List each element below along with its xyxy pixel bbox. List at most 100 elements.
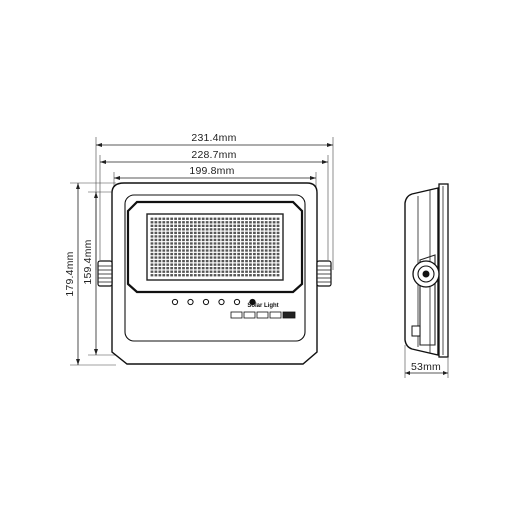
led-cell: [205, 238, 209, 242]
led-cell: [158, 259, 162, 263]
led-cell: [174, 267, 177, 270]
led-cell: [182, 217, 185, 220]
led-cell: [237, 274, 241, 277]
led-cell: [209, 224, 213, 227]
led-cell: [154, 256, 158, 259]
led-cell: [182, 263, 185, 266]
led-cell: [193, 228, 197, 231]
led-cell: [158, 263, 162, 266]
led-cell: [233, 235, 237, 238]
led-cell: [264, 228, 268, 231]
led-cell: [205, 245, 209, 249]
led-cell: [245, 242, 248, 245]
led-cell: [213, 231, 217, 235]
led-cell: [197, 238, 201, 242]
led-cell: [150, 263, 154, 266]
led-cell: [170, 274, 174, 277]
led-cell: [253, 267, 256, 270]
led-cell: [189, 242, 193, 245]
led-cell: [197, 245, 201, 249]
led-cell: [221, 228, 225, 231]
led-cell: [178, 252, 181, 256]
indicator-dot: [171, 298, 179, 306]
led-cell: [276, 221, 280, 224]
led-cell: [260, 238, 264, 242]
led-cell: [225, 217, 229, 220]
led-cell: [237, 231, 241, 235]
dimension-body-height: 159.4mm: [82, 191, 116, 356]
led-panel-bezel: [126, 200, 304, 294]
front-view: Solar Light: [97, 182, 332, 365]
led-cell: [205, 274, 209, 277]
led-cell: [189, 263, 193, 266]
led-cell: [221, 270, 225, 273]
led-cell: [170, 228, 174, 231]
led-cell: [249, 217, 252, 220]
dim-depth-text: 53mm: [411, 361, 441, 373]
led-cell: [178, 228, 181, 231]
led-cell: [150, 235, 154, 238]
led-cell: [233, 252, 237, 256]
led-cell: [249, 259, 252, 263]
led-cell: [229, 235, 233, 238]
led-cell: [166, 221, 170, 224]
led-cell: [186, 242, 189, 245]
led-cell: [217, 256, 221, 259]
led-cell: [174, 235, 177, 238]
led-cell: [178, 224, 181, 227]
led-cell: [170, 245, 174, 249]
led-cell: [197, 224, 201, 227]
led-cell: [253, 252, 256, 256]
led-cell: [260, 263, 264, 266]
led-cell: [245, 231, 248, 235]
led-cell: [186, 231, 189, 235]
led-cell: [264, 224, 268, 227]
led-cell: [264, 263, 268, 266]
led-cell: [268, 245, 272, 249]
led-cell: [241, 263, 244, 266]
led-cell: [186, 263, 189, 266]
led-cell: [225, 238, 229, 242]
led-cell: [213, 252, 217, 256]
led-cell: [272, 221, 276, 224]
led-cell: [225, 252, 229, 256]
led-cell: [182, 267, 185, 270]
led-cell: [253, 228, 256, 231]
led-cell: [276, 270, 280, 273]
led-cell: [260, 249, 264, 252]
led-cell: [205, 259, 209, 263]
led-cell: [205, 263, 209, 266]
led-cell: [174, 221, 177, 224]
led-cell: [237, 267, 241, 270]
left-bracket-knob: [97, 260, 113, 287]
led-cell: [221, 267, 225, 270]
led-cell: [225, 274, 229, 277]
led-cell: [229, 245, 233, 249]
led-cell: [245, 252, 248, 256]
led-cell: [201, 221, 205, 224]
led-cell: [217, 252, 221, 256]
led-cell: [268, 242, 272, 245]
led-cell: [213, 242, 217, 245]
solar-light-label: Solar Light: [247, 303, 278, 309]
led-cell: [253, 217, 256, 220]
led-cell: [205, 235, 209, 238]
icon-4: [269, 311, 282, 319]
led-cell: [260, 270, 264, 273]
led-cell: [197, 252, 201, 256]
led-cell: [241, 238, 244, 242]
led-cell: [249, 270, 252, 273]
led-cell: [182, 252, 185, 256]
indicator-dot: [249, 298, 256, 306]
led-cell: [221, 231, 225, 235]
led-cell: [237, 217, 241, 220]
led-cell: [150, 252, 154, 256]
led-cell: [260, 217, 264, 220]
led-cell: [197, 242, 201, 245]
led-cell: [264, 245, 268, 249]
led-cell: [182, 231, 185, 235]
led-cell: [260, 245, 264, 249]
led-cell: [249, 242, 252, 245]
led-cell: [205, 270, 209, 273]
led-cell: [186, 245, 189, 249]
